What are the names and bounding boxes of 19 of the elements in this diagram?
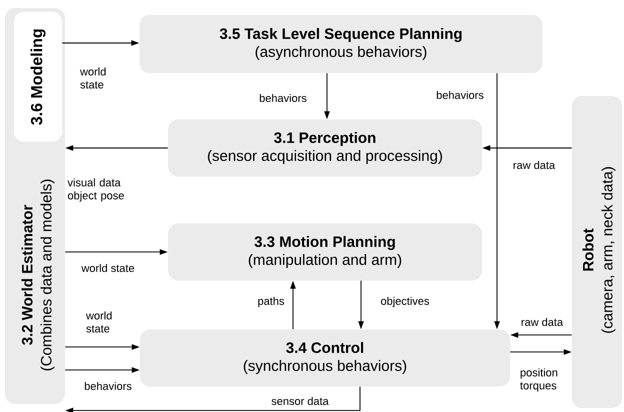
edge-label: paths [258,296,284,308]
edge-label: raw data [514,160,556,170]
edge-label: raw data [522,318,564,326]
process-box: 3.5 Task Level Sequence Planning (asynchronous behaviors) [140,15,542,73]
process-box: 3.1 Perception (sensor acquisition and processing) [168,120,482,176]
edge-label: behaviors [260,94,306,102]
edge-label: behaviors [84,382,132,390]
edge-label: world state [81,264,134,272]
edge-label: position torques [520,368,558,392]
edge-label: objectives [381,296,430,308]
edge-label: behaviors [436,90,484,100]
edge-label: world state [86,311,112,333]
edge-label: visual data object pose [68,178,124,202]
edge-label: world state [80,67,106,89]
modeling-box: 3.6 Modeling [14,12,62,142]
edge-label: sensor data [272,396,329,406]
process-box: 3.4 Control (synchronous behaviors) [140,329,510,386]
process-box: 3.3 Motion Planning (manipulation and arm) [168,223,482,280]
robot-band: Robot (camera, arm, neck data) [572,96,622,408]
